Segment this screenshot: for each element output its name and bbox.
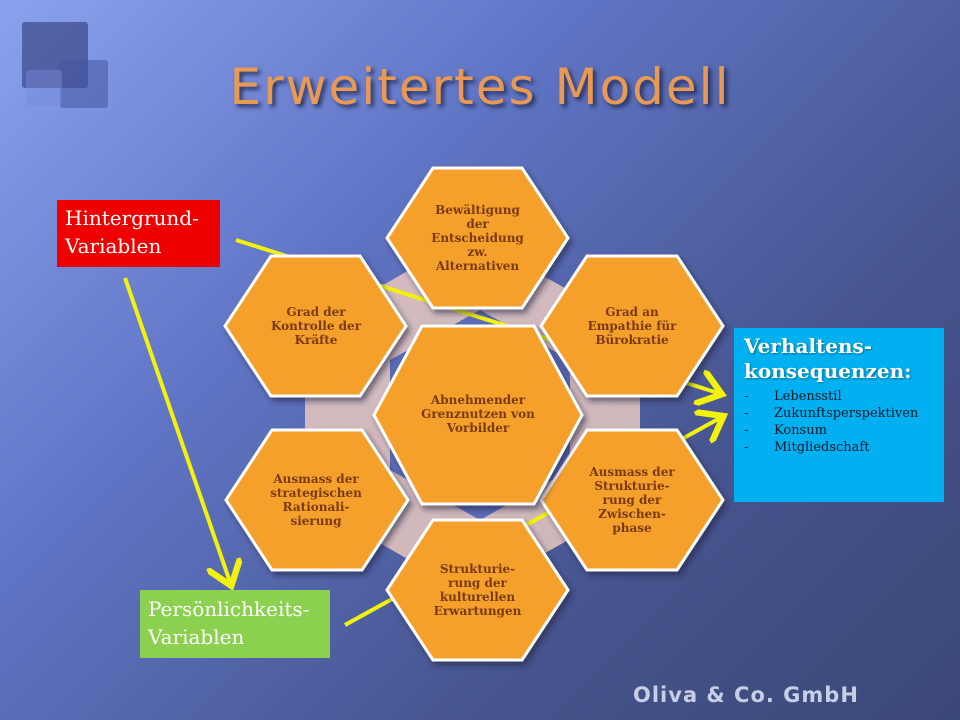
hexagon-top-left-label: Grad der Kontrolle der Kräfte: [270, 305, 362, 347]
hexagon-top-right: [539, 254, 725, 398]
hexagon-bottom-left: [224, 428, 410, 572]
hexagon-center: [372, 324, 584, 506]
arrow-hintergrund-to-persoenlichkeit: [123, 277, 230, 582]
list-item-label: Mitgliedschaft: [774, 440, 870, 455]
list-dash: -: [744, 406, 749, 421]
list-dash: -: [744, 423, 749, 438]
verhaltenskonsequenzen-list: - Lebensstil - Zukunftsperspektiven - Konsu…: [744, 388, 934, 456]
list-item: - Konsum: [744, 422, 934, 439]
list-item-label: Konsum: [774, 423, 827, 438]
verhaltenskonsequenzen-title: Verhaltens-konsequenzen:: [744, 334, 912, 383]
hexagon-top: [385, 166, 570, 310]
hexagon-bottom-right: [539, 428, 725, 572]
list-item: - Zukunftsperspektiven: [744, 405, 934, 422]
slide-title: Erweitertes Modell: [229, 58, 731, 116]
verhaltenskonsequenzen-box: Verhaltens-konsequenzen: - Lebensstil - Zu…: [734, 328, 944, 502]
hexagon-top-left: [223, 254, 408, 398]
corner-square-2: [60, 60, 108, 108]
hexagon-bottom-left-label: Ausmass der strategischen Rationali-sier…: [270, 472, 362, 528]
hexagon-bottom-label: Strukturie-rung der kulturellen Erwartun…: [433, 562, 522, 618]
hintergrund-variablen-box: Hintergrund-Variablen: [57, 200, 220, 267]
list-item: - Lebensstil: [744, 388, 934, 405]
company-footer: Oliva & Co. GmbH: [633, 683, 859, 707]
hexagon-top-right-label: Grad an Empathie für Bürokratie: [587, 305, 677, 347]
hexagon-top-label: Bewältigung der Entscheidung zw. Alterna…: [431, 203, 524, 273]
hexagon-bottom: [385, 518, 570, 662]
list-item-label: Lebensstil: [774, 389, 842, 404]
list-item-label: Zukunftsperspektiven: [774, 406, 919, 421]
corner-square-3: [26, 70, 62, 106]
persoenlichkeits-variablen-box: Persönlichkeits-Variablen: [140, 590, 330, 658]
hexagon-bottom-right-label: Ausmass der Strukturie-rung der Zwischen…: [589, 465, 675, 535]
hexagon-center-label: Abnehmender Grenznutzen von Vorbilder: [421, 393, 535, 435]
list-dash: -: [744, 389, 749, 404]
list-item: - Mitgliedschaft: [744, 439, 934, 456]
list-dash: -: [744, 440, 749, 455]
